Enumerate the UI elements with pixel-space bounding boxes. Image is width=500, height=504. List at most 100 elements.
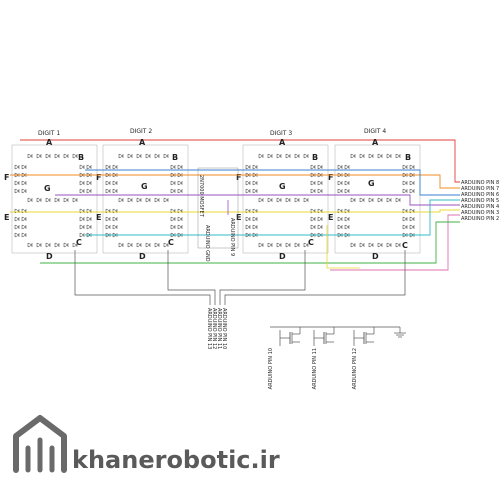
led — [79, 180, 85, 186]
led — [344, 164, 350, 170]
led — [27, 153, 33, 159]
led — [36, 197, 42, 203]
led — [86, 180, 92, 186]
led — [402, 216, 408, 222]
led — [45, 153, 51, 159]
led — [14, 232, 20, 238]
led — [112, 180, 118, 186]
led — [386, 197, 392, 203]
wire-green-d-bus — [40, 221, 460, 264]
led — [163, 242, 169, 248]
led — [402, 164, 408, 170]
led — [245, 224, 251, 230]
brand-logo: khanerobotic.ir — [13, 415, 280, 474]
digit-2-seg-e: E — [96, 213, 101, 222]
led — [294, 197, 300, 203]
arduino-pin-labels: ARDUINO PIN 8 ARDUINO PIN 7 ARDUINO PIN … — [461, 180, 499, 222]
label-arduino-pin-7: ARDUINO PIN 7 — [461, 186, 499, 192]
digit-1-seg-c: C — [76, 238, 82, 247]
digit-4-seg-f: F — [328, 173, 333, 182]
digit-2-display: A B F G E C D — [96, 138, 189, 261]
digit-3-seg-f: F — [236, 173, 241, 182]
transistor-2 — [313, 327, 335, 346]
wire-cyan-c-bus — [85, 199, 460, 236]
led — [368, 242, 374, 248]
led — [285, 197, 291, 203]
led — [45, 197, 51, 203]
led — [86, 188, 92, 194]
led — [409, 164, 415, 170]
label-arduino-pin-4: ARDUINO PIN 4 — [461, 204, 499, 210]
led — [177, 216, 183, 222]
led — [79, 164, 85, 170]
led — [127, 153, 133, 159]
led — [118, 197, 124, 203]
digit-1-title: DIGIT 1 — [38, 130, 60, 137]
digit-4-seg-d: D — [372, 252, 379, 261]
led — [14, 180, 20, 186]
led — [54, 153, 60, 159]
digit-2-seg-f: F — [96, 173, 101, 182]
led — [350, 153, 356, 159]
digit-4-seg-b: B — [405, 153, 411, 162]
led — [267, 197, 273, 203]
led — [27, 197, 33, 203]
led — [402, 188, 408, 194]
led — [377, 153, 383, 159]
led — [377, 242, 383, 248]
led — [258, 242, 264, 248]
led — [163, 153, 169, 159]
led — [79, 216, 85, 222]
digit-3-seg-g: G — [279, 182, 286, 191]
digit-3-seg-a: A — [279, 138, 286, 147]
led — [21, 216, 27, 222]
label-arduino-pin-10: ARDUINO PIN 10 — [221, 308, 227, 349]
wire-digit-3-common — [219, 250, 306, 305]
digit-4-seg-g: G — [368, 179, 375, 188]
led — [344, 180, 350, 186]
led — [368, 153, 374, 159]
label-arduino-pin-11: ARDUINO PIN 11 — [216, 308, 222, 349]
digit-1-seg-a: A — [46, 138, 53, 147]
digit-1-seg-e: E — [4, 213, 9, 222]
led — [105, 180, 111, 186]
led — [337, 180, 343, 186]
label-arduino-pin-6: ARDUINO PIN 6 — [461, 192, 499, 198]
led — [368, 197, 374, 203]
wire-blue-b-bus — [85, 169, 460, 196]
wire-digit-4-common — [224, 250, 406, 305]
led — [112, 188, 118, 194]
led — [170, 188, 176, 194]
led — [63, 153, 69, 159]
led — [252, 180, 258, 186]
transistor-section: ARDUINO PIN 10 ARDUINO PIN 11 ARDUINO PI… — [268, 326, 406, 389]
led — [105, 164, 111, 170]
digit-2-seg-a: A — [139, 138, 146, 147]
led — [36, 153, 42, 159]
led — [276, 242, 282, 248]
led — [252, 216, 258, 222]
label-transistor-pin-12: ARDUINO PIN 12 — [352, 348, 358, 389]
led — [136, 242, 142, 248]
led — [294, 153, 300, 159]
digit-3-display: A B F G E C D — [236, 138, 329, 261]
led — [63, 242, 69, 248]
led — [317, 216, 323, 222]
led — [154, 242, 160, 248]
transistor-3 — [353, 327, 375, 346]
digit-2-title: DIGIT 2 — [130, 128, 152, 135]
led — [350, 242, 356, 248]
wire-red-a-bus — [20, 139, 460, 183]
digit-3-seg-d: D — [279, 252, 286, 261]
led — [145, 242, 151, 248]
digit-3-title: DIGIT 3 — [270, 130, 292, 137]
led — [317, 180, 323, 186]
wire-digit-1-common — [74, 250, 211, 305]
led — [112, 224, 118, 230]
label-arduino-pin-12: ARDUINO PIN 12 — [211, 308, 217, 349]
led — [402, 224, 408, 230]
led — [350, 197, 356, 203]
led — [79, 224, 85, 230]
wire-digit-2-common — [167, 250, 216, 305]
digit-2-seg-g: G — [141, 182, 148, 191]
